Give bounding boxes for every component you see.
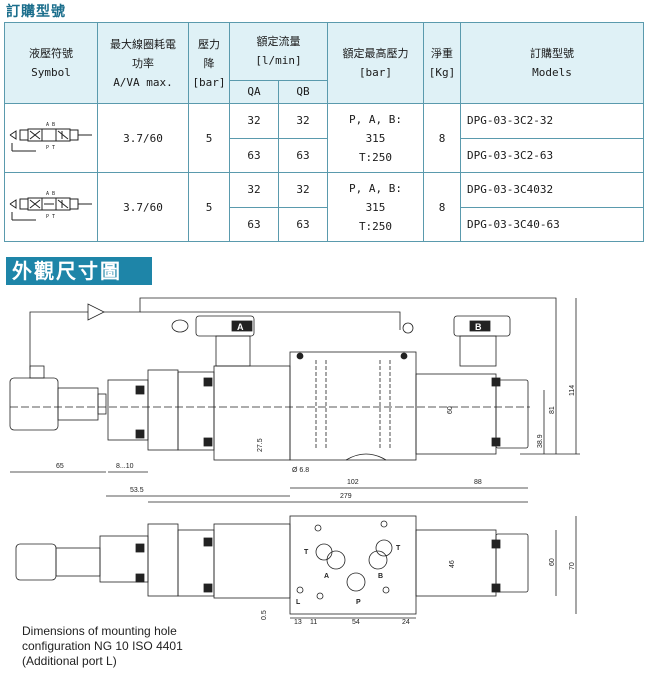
valve-body — [289, 351, 417, 461]
port-t2-hole — [375, 539, 393, 557]
right-cap — [495, 379, 529, 449]
note-line-3: (Additional port L) — [22, 654, 117, 668]
port-t-hole — [315, 543, 333, 561]
port-p-label: P — [356, 599, 361, 606]
dimension-banner: 外觀尺寸圖 — [6, 257, 152, 285]
svg-text:P T: P T — [46, 214, 55, 220]
header-flow: 額定流量[l/min] — [229, 22, 328, 81]
cable-gland-b — [402, 322, 414, 334]
signal-line — [104, 297, 557, 385]
valve-symbol-icon: A B P T — [9, 122, 92, 151]
note-line-2: configuration NG 10 ISO 4401 — [22, 639, 183, 653]
amplifier-triangle — [87, 303, 105, 321]
row2-qb-2: 63 — [278, 206, 328, 242]
port-b-label: B — [378, 573, 383, 580]
port-l-hole — [296, 586, 304, 594]
port-a-label: A — [324, 573, 329, 580]
row2-drop: 5 — [188, 172, 230, 242]
section-title: 訂購型號 — [6, 4, 66, 20]
dim-65: 65 — [56, 463, 64, 470]
dim-11: 11 — [310, 619, 317, 625]
cable-gland-a — [171, 319, 189, 333]
dimension-drawing: A B 65 8...10 53.5 279 102 88 Ø 6.8 27.5… — [9, 297, 580, 625]
row2-qa-1: 32 — [229, 172, 279, 208]
hydraulic-symbol: A B P T — [4, 103, 98, 173]
valve-symbol-icon: A B P T — [9, 191, 92, 220]
mounting-note: Dimensions of mounting hole configuratio… — [22, 624, 183, 669]
dim-46: 46 — [449, 560, 456, 568]
port-l-label: L — [296, 599, 301, 606]
svg-text:A B: A B — [46, 122, 55, 128]
dim-8-10: 8...10 — [116, 463, 134, 470]
note-line-1: Dimensions of mounting hole — [22, 624, 177, 638]
header-pressure-drop: 壓力降[bar] — [188, 22, 230, 104]
coil-a-label: A — [237, 322, 244, 332]
row1-qb-1: 32 — [278, 103, 328, 139]
row2-qa-2: 63 — [229, 206, 279, 242]
port-p-hole — [346, 572, 366, 592]
row1-weight: 8 — [423, 103, 461, 173]
dim-114: 114 — [569, 385, 576, 396]
port-b-hole — [368, 550, 388, 570]
port-a-hole — [326, 550, 346, 570]
port-t2-label: T — [396, 545, 401, 552]
row2-model-1: DPG-03-3C4032 — [460, 172, 644, 208]
header-qa: QA — [229, 79, 279, 105]
header-weight: 淨重[Kg] — [423, 22, 461, 104]
dim-279: 279 — [340, 493, 352, 500]
dim-88: 88 — [474, 479, 482, 486]
port-t-label: T — [304, 549, 309, 556]
coil-a-label-box — [231, 320, 253, 332]
dim-6-8: Ø 6.8 — [292, 467, 309, 474]
plug-connector — [9, 377, 59, 431]
coil-a-neck — [215, 335, 251, 367]
plug-cap — [29, 365, 45, 379]
dim-102: 102 — [347, 479, 359, 486]
plug-connector-bottom — [15, 543, 57, 581]
row2-power: 3.7/60 — [97, 172, 189, 242]
dim-27-5: 27.5 — [257, 438, 264, 452]
hydraulic-symbol-2: A B P T — [4, 172, 98, 242]
row1-drop: 5 — [188, 103, 230, 173]
coil-b-neck — [459, 335, 497, 367]
dim-70: 70 — [569, 562, 576, 570]
signal-line — [29, 311, 88, 370]
pilot-body — [147, 369, 179, 451]
dim-38-9: 38.9 — [537, 434, 544, 448]
row2-qb-1: 32 — [278, 172, 328, 208]
row2-weight: 8 — [423, 172, 461, 242]
plug-nut — [57, 387, 99, 421]
row2-model-2: DPG-03-3C40-63 — [460, 206, 644, 242]
dim-24: 24 — [402, 619, 410, 625]
row1-qa-2: 63 — [229, 137, 279, 173]
row1-qb-2: 63 — [278, 137, 328, 173]
header-max-pressure: 額定最高壓力[bar] — [327, 22, 424, 104]
header-qb: QB — [278, 79, 328, 105]
dim-13: 13 — [294, 619, 302, 625]
dim-54: 54 — [352, 619, 360, 625]
row1-model-1: DPG-03-3C2-32 — [460, 103, 644, 139]
dim-53-5: 53.5 — [130, 487, 144, 494]
mounting-face — [289, 515, 417, 615]
svg-text:A B: A B — [46, 191, 55, 197]
dim-81: 81 — [549, 406, 556, 414]
svg-text:P T: P T — [46, 145, 55, 151]
main-solenoid — [213, 365, 291, 461]
dim-60: 60 — [447, 406, 454, 414]
row1-model-2: DPG-03-3C2-63 — [460, 137, 644, 173]
right-solenoid — [415, 373, 497, 455]
row1-power: 3.7/60 — [97, 103, 189, 173]
dim-60b: 60 — [549, 558, 556, 566]
coil-b-label: B — [475, 322, 482, 332]
row1-qa-1: 32 — [229, 103, 279, 139]
dim-0-5: 0.5 — [261, 610, 268, 620]
